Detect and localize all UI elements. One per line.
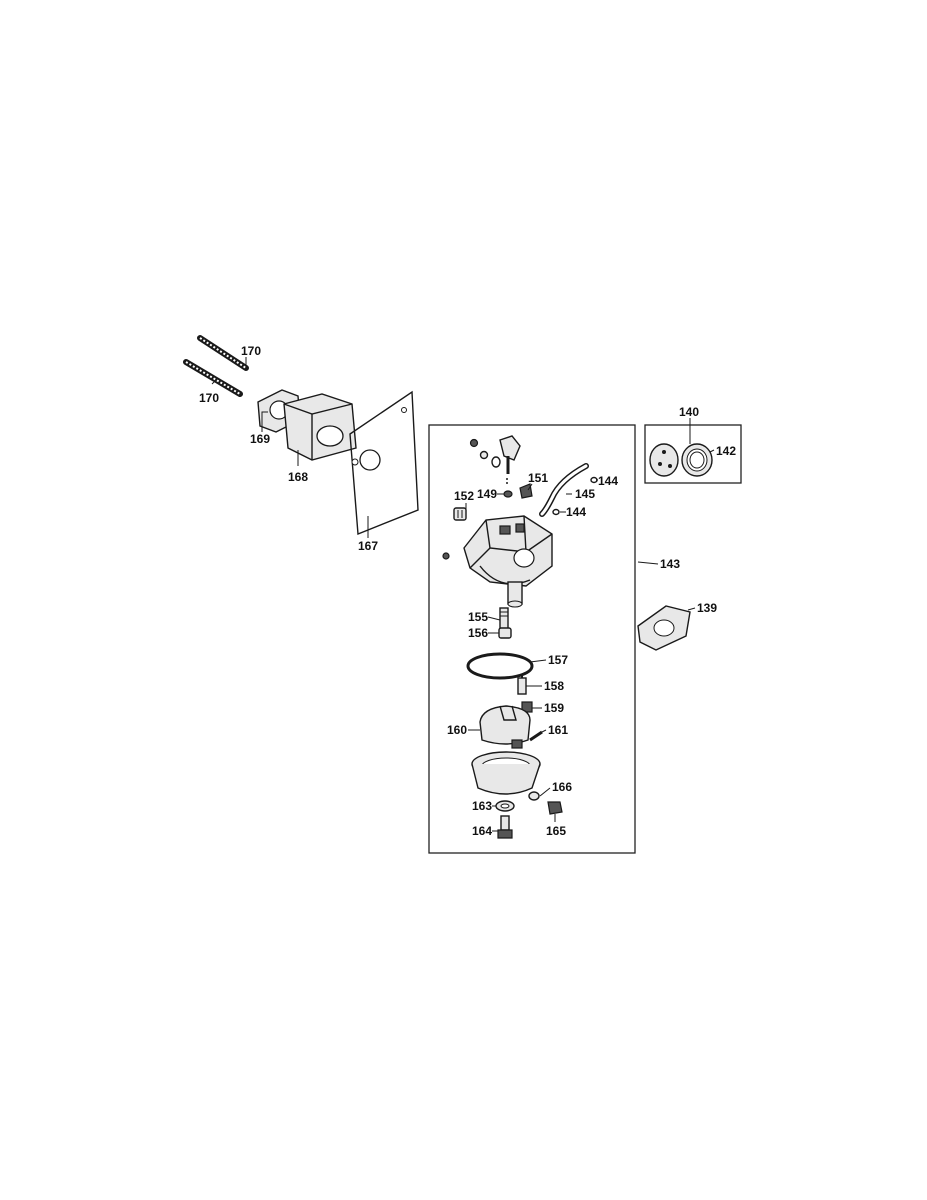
o-ring-157 (466, 652, 534, 680)
label-155: 155 (468, 610, 488, 624)
drain-screw-165 (547, 801, 563, 815)
label-170-upper: 170 (241, 344, 261, 358)
label-139: 139 (697, 601, 717, 615)
screw-body-left (442, 552, 450, 560)
adapter-plate-140 (649, 443, 679, 477)
label-144-upper: 144 (598, 474, 618, 488)
label-145: 145 (575, 487, 595, 501)
label-152: 152 (454, 489, 474, 503)
clamp-144-lower (552, 508, 560, 516)
label-156: 156 (468, 626, 488, 640)
label-170-lower: 170 (199, 391, 219, 405)
carburetor-assembly-box (428, 424, 636, 854)
label-140: 140 (679, 405, 699, 419)
label-160: 160 (447, 723, 467, 737)
label-158: 158 (544, 679, 564, 693)
label-163: 163 (472, 799, 492, 813)
gasket-139 (637, 605, 691, 651)
carburetor-body (463, 515, 553, 608)
jet-156 (498, 627, 512, 639)
label-149: 149 (477, 487, 497, 501)
label-159: 159 (544, 701, 564, 715)
bolt-164 (497, 815, 513, 839)
label-166: 166 (552, 780, 572, 794)
label-151: 151 (528, 471, 548, 485)
small-washer-top (479, 450, 489, 460)
insulator-block-168 (283, 393, 357, 461)
label-165: 165 (546, 824, 566, 838)
label-161: 161 (548, 723, 568, 737)
pin-161 (529, 730, 543, 742)
fuel-line-145 (539, 463, 589, 517)
heat-shield-167 (349, 390, 419, 536)
fitting-151 (519, 483, 533, 499)
label-164: 164 (472, 824, 492, 838)
choke-lever (499, 435, 521, 474)
label-169: 169 (250, 432, 270, 446)
label-168: 168 (288, 470, 308, 484)
main-jet-155 (499, 607, 509, 631)
float-160 (479, 705, 531, 749)
label-142: 142 (716, 444, 736, 458)
float-bowl (471, 751, 541, 795)
label-144-lower: 144 (566, 505, 586, 519)
adapter-assembly-box (644, 424, 742, 484)
label-167: 167 (358, 539, 378, 553)
washer-149 (503, 490, 513, 498)
small-clip-top (491, 456, 501, 468)
small-screw-top (469, 438, 479, 448)
washer-166 (528, 791, 540, 801)
stud-upper (197, 335, 249, 371)
label-143: 143 (660, 557, 680, 571)
stud-lower (183, 359, 243, 397)
seal-ring-142 (681, 443, 713, 477)
label-157: 157 (548, 653, 568, 667)
screw-152 (453, 507, 467, 521)
